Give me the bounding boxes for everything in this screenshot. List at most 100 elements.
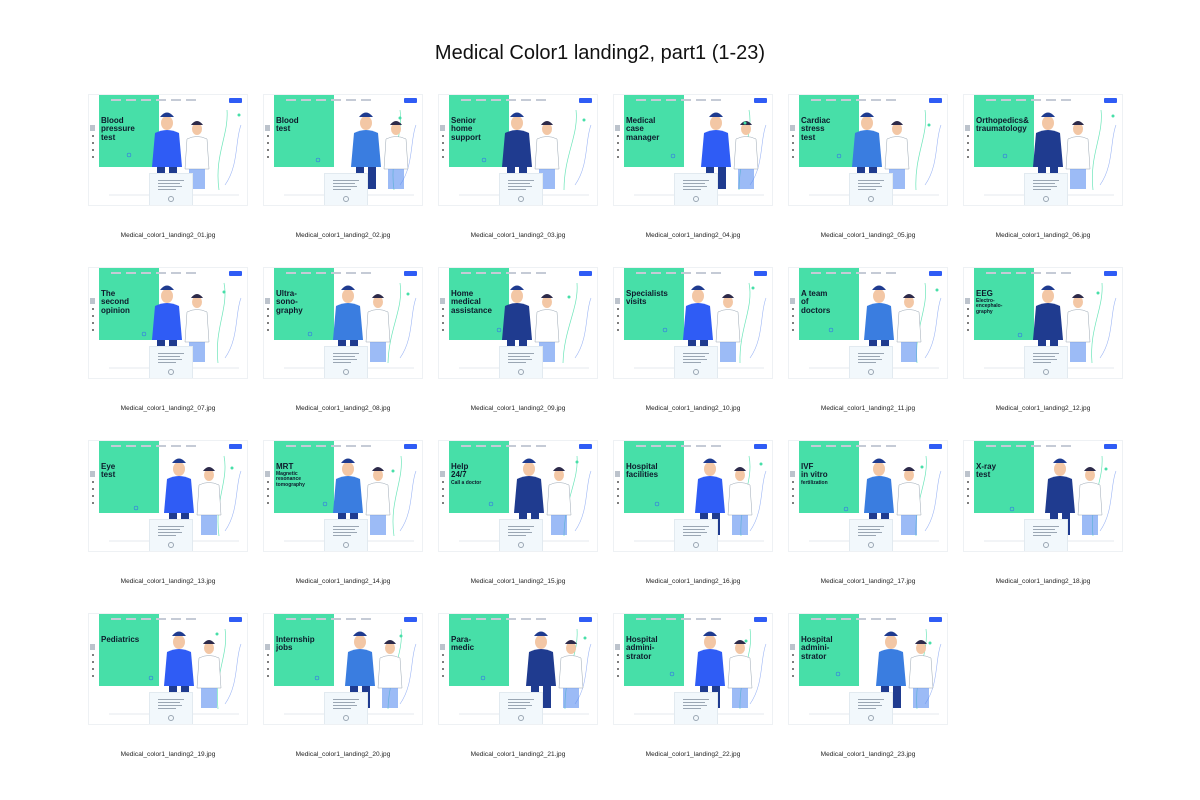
landing-preview[interactable]: Home medical assistance — [438, 267, 598, 379]
side-logo — [615, 298, 620, 304]
thumbnail-cell-18[interactable]: X-ray test Medical_color1_landing2_18.jp… — [963, 440, 1123, 585]
play-circle-icon — [868, 715, 874, 721]
side-logo — [440, 125, 445, 131]
thumbnail-cell-7[interactable]: The second opinion Medical_color1_landin… — [88, 267, 248, 412]
hero-green-block — [274, 441, 334, 513]
info-card — [674, 346, 718, 378]
landing-preview[interactable]: Orthopedics& traumatology — [963, 94, 1123, 206]
landing-preview[interactable]: Hospital facilities — [613, 440, 773, 552]
landing-preview[interactable]: Cardiac stress test — [788, 94, 948, 206]
medical-illustration — [109, 282, 242, 369]
info-card — [849, 692, 893, 724]
hero-green-block — [449, 95, 509, 167]
side-logo — [90, 471, 95, 477]
hero-green-block — [799, 441, 859, 513]
side-logo — [615, 471, 620, 477]
landing-preview[interactable]: Senior home support — [438, 94, 598, 206]
landing-preview[interactable]: Specialists visits — [613, 267, 773, 379]
info-card — [499, 519, 543, 551]
landing-preview[interactable]: Internship jobs — [263, 613, 423, 725]
landing-preview[interactable]: MRT Magnetic resonance tomography — [263, 440, 423, 552]
side-pagination-dots — [967, 135, 969, 158]
side-pagination-dots — [617, 308, 619, 331]
hero-headline-text: Internship jobs — [276, 634, 315, 652]
thumbnail-cell-16[interactable]: Hospital facilities Medical_color1_landi… — [613, 440, 773, 585]
side-logo — [90, 125, 95, 131]
hero-headline: Specialists visits — [626, 281, 690, 315]
info-card — [674, 692, 718, 724]
hero-headline: Help 24/7 Call a doctor — [451, 454, 515, 494]
thumbnail-cell-19[interactable]: Pediatrics Medical_color1_landing2_19.jp… — [88, 613, 248, 758]
play-circle-icon — [693, 715, 699, 721]
landing-preview[interactable]: Pediatrics — [88, 613, 248, 725]
thumbnail-cell-5[interactable]: Cardiac stress test Medical_color1_landi… — [788, 94, 948, 239]
header-button — [1104, 444, 1117, 449]
landing-preview[interactable]: The second opinion — [88, 267, 248, 379]
thumbnail-cell-23[interactable]: Hospital admini- strator Medical_color1_… — [788, 613, 948, 758]
hero-subheadline: fertilization — [801, 479, 828, 486]
hero-headline: Para- medic — [451, 627, 515, 661]
thumbnail-cell-20[interactable]: Internship jobs Medical_color1_landing2_… — [263, 613, 423, 758]
file-name-caption: Medical_color1_landing2_06.jpg — [995, 232, 1091, 239]
header-button — [754, 271, 767, 276]
thumbnail-cell-22[interactable]: Hospital admini- strator Medical_color1_… — [613, 613, 773, 758]
play-circle-icon — [168, 196, 174, 202]
landing-preview[interactable]: Help 24/7 Call a doctor — [438, 440, 598, 552]
hero-headline: Senior home support — [451, 108, 515, 151]
header-button — [404, 617, 417, 622]
landing-preview[interactable]: Ultra- sono- graphy — [263, 267, 423, 379]
top-nav — [811, 272, 896, 276]
hero-headline: Orthopedics& traumatology — [976, 108, 1040, 142]
landing-preview[interactable]: A team of doctors — [788, 267, 948, 379]
play-circle-icon — [343, 196, 349, 202]
hero-green-block — [624, 441, 684, 513]
side-pagination-dots — [617, 481, 619, 504]
landing-preview[interactable]: Eye test — [88, 440, 248, 552]
landing-preview[interactable]: Hospital admini- strator — [788, 613, 948, 725]
landing-preview[interactable]: Medical case manager — [613, 94, 773, 206]
thumbnail-cell-8[interactable]: Ultra- sono- graphy Medical_color1_landi… — [263, 267, 423, 412]
landing-preview[interactable]: Blood pressure test — [88, 94, 248, 206]
hero-subheadline: Magnetic resonance tomography — [276, 471, 305, 488]
thumbnail-cell-9[interactable]: Home medical assistance Medical_color1_l… — [438, 267, 598, 412]
info-card — [1024, 519, 1068, 551]
thumbnail-cell-12[interactable]: EEG Electro- encephalo- graphy Medical_c… — [963, 267, 1123, 412]
side-pagination-dots — [442, 308, 444, 331]
thumbnail-cell-11[interactable]: A team of doctors Medical_color1_landing… — [788, 267, 948, 412]
thumbnail-cell-4[interactable]: Medical case manager Medical_color1_land… — [613, 94, 773, 239]
landing-preview[interactable]: IVF in vitro fertilization — [788, 440, 948, 552]
thumbnail-cell-6[interactable]: Orthopedics& traumatology Medical_color1… — [963, 94, 1123, 239]
side-pagination-dots — [267, 481, 269, 504]
thumbnail-cell-15[interactable]: Help 24/7 Call a doctor Medical_color1_l… — [438, 440, 598, 585]
top-nav — [461, 618, 546, 622]
thumbnail-cell-2[interactable]: Blood test Medical_color1_landing2_02.jp… — [263, 94, 423, 239]
info-card — [674, 173, 718, 205]
file-name-caption: Medical_color1_landing2_15.jpg — [470, 578, 566, 585]
thumbnail-cell-10[interactable]: Specialists visits Medical_color1_landin… — [613, 267, 773, 412]
hero-green-block — [799, 614, 859, 686]
hero-headline-text: Ultra- sono- graphy — [276, 288, 303, 315]
play-circle-icon — [518, 715, 524, 721]
info-card — [499, 346, 543, 378]
landing-preview[interactable]: Hospital admini- strator — [613, 613, 773, 725]
landing-preview[interactable]: X-ray test — [963, 440, 1123, 552]
info-card — [324, 692, 368, 724]
thumbnail-cell-21[interactable]: Para- medic Medical_color1_landing2_21.j… — [438, 613, 598, 758]
info-card — [849, 519, 893, 551]
thumbnail-cell-1[interactable]: Blood pressure test Medical_color1_landi… — [88, 94, 248, 239]
side-logo — [965, 125, 970, 131]
thumbnail-cell-3[interactable]: Senior home support Medical_color1_landi… — [438, 94, 598, 239]
side-logo — [265, 125, 270, 131]
header-button — [229, 271, 242, 276]
landing-preview[interactable]: Para- medic — [438, 613, 598, 725]
landing-preview[interactable]: Blood test — [263, 94, 423, 206]
landing-preview[interactable]: EEG Electro- encephalo- graphy — [963, 267, 1123, 379]
play-circle-icon — [868, 369, 874, 375]
hero-headline-text: Blood pressure test — [101, 115, 135, 142]
file-name-caption: Medical_color1_landing2_19.jpg — [120, 751, 216, 758]
thumbnail-cell-14[interactable]: MRT Magnetic resonance tomography Medica… — [263, 440, 423, 585]
thumbnail-cell-13[interactable]: Eye test Medical_color1_landing2_13.jpg — [88, 440, 248, 585]
side-pagination-dots — [442, 481, 444, 504]
hero-green-block — [449, 614, 509, 686]
thumbnail-cell-17[interactable]: IVF in vitro fertilization Medical_color… — [788, 440, 948, 585]
